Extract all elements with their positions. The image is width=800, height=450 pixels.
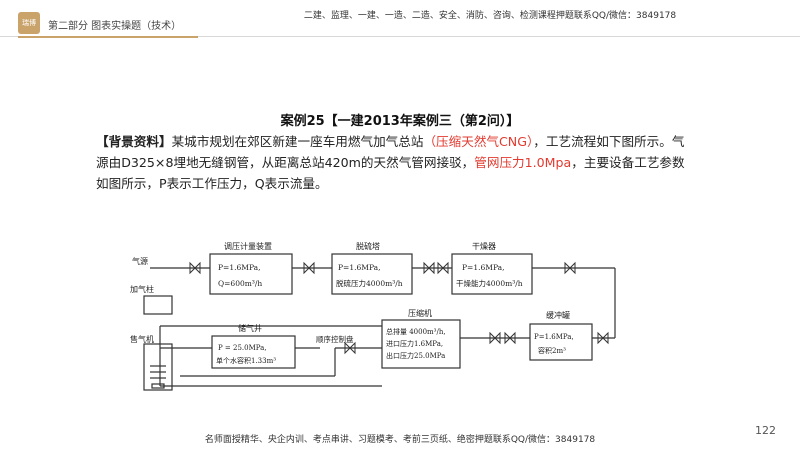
- dryer-title: 干燥器: [472, 242, 496, 251]
- logo: 瑞博: [18, 12, 40, 34]
- desulfur-line1: P=1.6MPa,: [338, 263, 381, 272]
- sequence-panel-label: 顺序控制盘: [316, 334, 354, 344]
- section-title: 第二部分 图表实操题（技术）: [48, 21, 182, 32]
- regulator-line1: P=1.6MPa,: [218, 263, 261, 272]
- dispenser-post-label: 加气柱: [130, 284, 154, 294]
- background-label: 【背景资料】: [96, 134, 172, 149]
- para-highlight-pressure: 管网压力1.0Mpa: [474, 155, 572, 170]
- process-flow-diagram: 气源 加气柱 售气机 调压计量装置 P=1.6MPa, Q=600m³/h 脱硫…: [130, 241, 616, 391]
- compressor-line2: 进口压力1.6MPa,: [386, 339, 443, 348]
- buffer-line1: P=1.6MPa,: [534, 333, 574, 341]
- storage-title: 储气井: [238, 323, 262, 333]
- dryer-line2: 干燥能力4000m³/h: [456, 278, 523, 288]
- storage-line1: P = 25.0MPa,: [218, 344, 267, 352]
- desulfur-line2: 脱硫压力4000m³/h: [336, 278, 403, 288]
- storage-line2: 单个水容积1.33m³: [216, 356, 276, 365]
- compressor-line3: 出口压力25.0MPa: [386, 351, 445, 360]
- header-accent-bar: [18, 36, 198, 38]
- dispenser-label: 售气机: [130, 334, 154, 344]
- para-highlight-cng: （压缩天然气CNG）: [423, 134, 534, 149]
- regulator-line2: Q=600m³/h: [218, 279, 262, 288]
- case-title: 案例25【一建2013年案例三（第2问）】: [280, 114, 520, 129]
- header-divider: [0, 36, 800, 37]
- source-label: 气源: [132, 256, 148, 266]
- page-number: 122: [755, 424, 776, 437]
- dryer-line1: P=1.6MPa,: [462, 263, 505, 272]
- buffer-title: 缓冲罐: [546, 310, 570, 320]
- compressor-title: 压缩机: [408, 308, 432, 318]
- footer-note: 名师面授精华、央企内训、考点串讲、习题模考、考前三页纸、绝密押题联系QQ/微信：…: [204, 435, 596, 445]
- header-contact-note: 二建、监理、一建、一造、二造、安全、消防、咨询、检测课程押题联系QQ/微信：38…: [303, 11, 677, 21]
- para-text-3: ，主要设备工艺参数如图所示，P表示工作压力，Q表示流量。: [96, 155, 685, 191]
- buffer-line2: 容积2m³: [538, 346, 566, 355]
- compressor-line1: 总排量 4000m³/h,: [386, 327, 446, 336]
- para-text-2: ，工艺流程如下图所示。气源由D325×8埋地无缝钢管，从距离总站420m的天然气…: [96, 134, 685, 170]
- desulfur-title: 脱硫塔: [356, 241, 380, 251]
- background-paragraph: 【背景资料】某城市规划在郊区新建一座车用燃气加气总站（压缩天然气CNG），工艺流…: [96, 131, 696, 194]
- para-text-1: 某城市规划在郊区新建一座车用燃气加气总站: [171, 134, 424, 149]
- regulator-title: 调压计量装置: [224, 241, 272, 251]
